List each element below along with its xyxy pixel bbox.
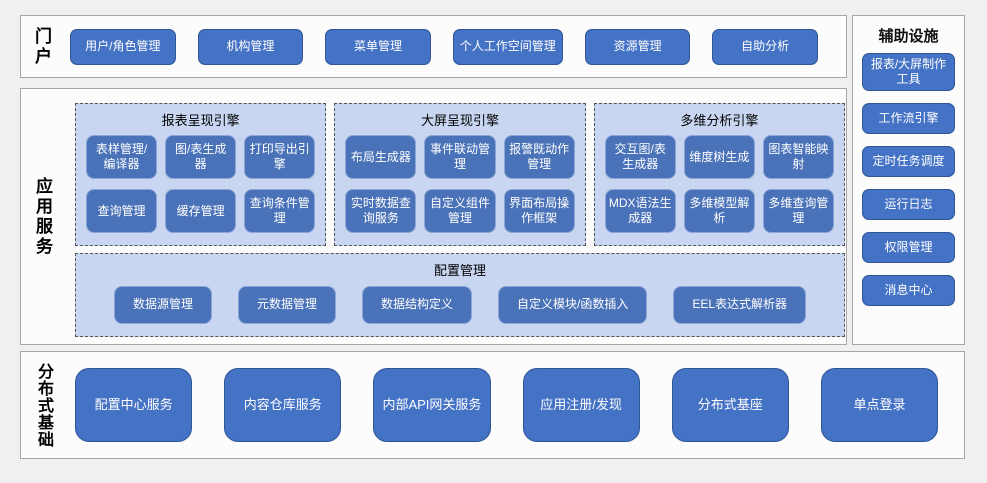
node-interactive-chart-table-generator: 交互图/表生成器 [604, 135, 676, 179]
node-personal-workspace-management: 个人工作空间管理 [452, 28, 563, 65]
olap-analysis-engine-grid: 交互图/表生成器 维度树生成 图表智能映射 MDX语法生成器 多维模型解析 多维… [595, 131, 844, 245]
distributed-base-section: 分布式基础 配置中心服务 内容仓库服务 内部API网关服务 应用注册/发现 分布… [20, 351, 965, 459]
node-permission-management: 权限管理 [862, 232, 955, 263]
node-resource-management: 资源管理 [584, 28, 691, 65]
node-report-dashboard-authoring-tool: 报表/大屏制作工具 [862, 53, 955, 91]
node-scheduled-task-scheduling: 定时任务调度 [862, 146, 955, 177]
dashboard-render-engine-title: 大屏呈现引擎 [420, 113, 499, 128]
node-report-style-manager-compiler: 表样管理/编译器 [86, 135, 158, 179]
node-eel-expression-parser: EEL表达式解析器 [673, 285, 806, 324]
node-multidim-model-parsing: 多维模型解析 [683, 189, 755, 233]
node-layout-generator: 布局生成器 [345, 135, 417, 179]
application-services-label: 应用服务 [33, 176, 52, 257]
distributed-node-row: 配置中心服务 内容仓库服务 内部API网关服务 应用注册/发现 分布式基座 单点… [63, 368, 964, 442]
olap-analysis-engine-panel: 多维分析引擎 交互图/表生成器 维度树生成 图表智能映射 MDX语法生成器 多维… [593, 103, 845, 246]
auxiliary-facilities-title: 辅助设施 [878, 28, 939, 45]
node-app-registration-discovery: 应用注册/发现 [522, 368, 640, 442]
node-chart-table-generator: 图/表生成器 [165, 135, 237, 179]
report-render-engine-panel: 报表呈现引擎 表样管理/编译器 图/表生成器 打印导出引擎 查询管理 缓存管理 … [75, 103, 327, 246]
node-custom-module-function-insert: 自定义模块/函数插入 [497, 285, 648, 324]
node-chart-smart-mapping: 图表智能映射 [762, 135, 834, 179]
distributed-base-label: 分布式基础 [35, 362, 52, 448]
node-message-center: 消息中心 [862, 275, 955, 306]
node-custom-component-management: 自定义组件管理 [424, 189, 496, 233]
application-services-section: 应用服务 报表呈现引擎 表样管理/编译器 图/表生成器 打印导出引擎 查询管理 … [20, 88, 847, 345]
node-dimension-tree-generation: 维度树生成 [683, 135, 755, 179]
node-data-structure-definition: 数据结构定义 [361, 285, 472, 324]
auxiliary-facilities-section: 辅助设施 报表/大屏制作工具 工作流引擎 定时任务调度 运行日志 权限管理 消息… [852, 15, 965, 345]
node-query-condition-management: 查询条件管理 [244, 189, 316, 233]
node-workflow-engine: 工作流引擎 [862, 103, 955, 134]
node-distributed-pedestal: 分布式基座 [671, 368, 789, 442]
node-datasource-management: 数据源管理 [113, 285, 212, 324]
node-single-sign-on: 单点登录 [820, 368, 939, 442]
report-render-engine-grid: 表样管理/编译器 图/表生成器 打印导出引擎 查询管理 缓存管理 查询条件管理 [76, 131, 325, 245]
engine-panels: 报表呈现引擎 表样管理/编译器 图/表生成器 打印导出引擎 查询管理 缓存管理 … [75, 103, 845, 246]
node-multidim-query-management: 多维查询管理 [762, 189, 834, 233]
node-run-log: 运行日志 [862, 189, 955, 220]
node-org-management: 机构管理 [197, 28, 304, 65]
node-internal-api-gateway-service: 内部API网关服务 [373, 368, 491, 442]
node-metadata-management: 元数据管理 [237, 285, 336, 324]
node-config-center-service: 配置中心服务 [75, 368, 193, 442]
config-management-row: 数据源管理 元数据管理 数据结构定义 自定义模块/函数插入 EEL表达式解析器 [76, 281, 844, 336]
portal-section: 门户 用户/角色管理 机构管理 菜单管理 个人工作空间管理 资源管理 自助分析 [20, 15, 847, 78]
node-content-repository-service: 内容仓库服务 [224, 368, 342, 442]
node-ui-layout-operation-framework: 界面布局操作框架 [503, 189, 575, 233]
config-management-title: 配置管理 [433, 263, 486, 278]
portal-node-row: 用户/角色管理 机构管理 菜单管理 个人工作空间管理 资源管理 自助分析 [60, 28, 846, 65]
auxiliary-node-column: 报表/大屏制作工具 工作流引擎 定时任务调度 运行日志 权限管理 消息中心 [853, 51, 964, 306]
report-render-engine-title: 报表呈现引擎 [161, 113, 240, 128]
olap-analysis-engine-title: 多维分析引擎 [680, 113, 759, 128]
portal-section-label: 门户 [32, 26, 51, 67]
dashboard-render-engine-panel: 大屏呈现引擎 布局生成器 事件联动管理 报警既动作管理 实时数据查询服务 自定义… [334, 103, 586, 246]
node-cache-management: 缓存管理 [165, 189, 237, 233]
config-management-panel: 配置管理 数据源管理 元数据管理 数据结构定义 自定义模块/函数插入 EEL表达… [75, 253, 845, 337]
node-event-linkage-management: 事件联动管理 [424, 135, 496, 179]
node-print-export-engine: 打印导出引擎 [244, 135, 316, 179]
node-alarm-action-management: 报警既动作管理 [503, 135, 575, 179]
node-mdx-syntax-generator: MDX语法生成器 [604, 189, 676, 233]
node-self-service-analysis: 自助分析 [712, 28, 818, 65]
node-user-role-management: 用户/角色管理 [70, 28, 176, 65]
dashboard-render-engine-grid: 布局生成器 事件联动管理 报警既动作管理 实时数据查询服务 自定义组件管理 界面… [335, 131, 584, 245]
node-menu-management: 菜单管理 [325, 28, 431, 65]
node-query-management: 查询管理 [86, 189, 158, 233]
node-realtime-data-query-service: 实时数据查询服务 [345, 189, 417, 233]
